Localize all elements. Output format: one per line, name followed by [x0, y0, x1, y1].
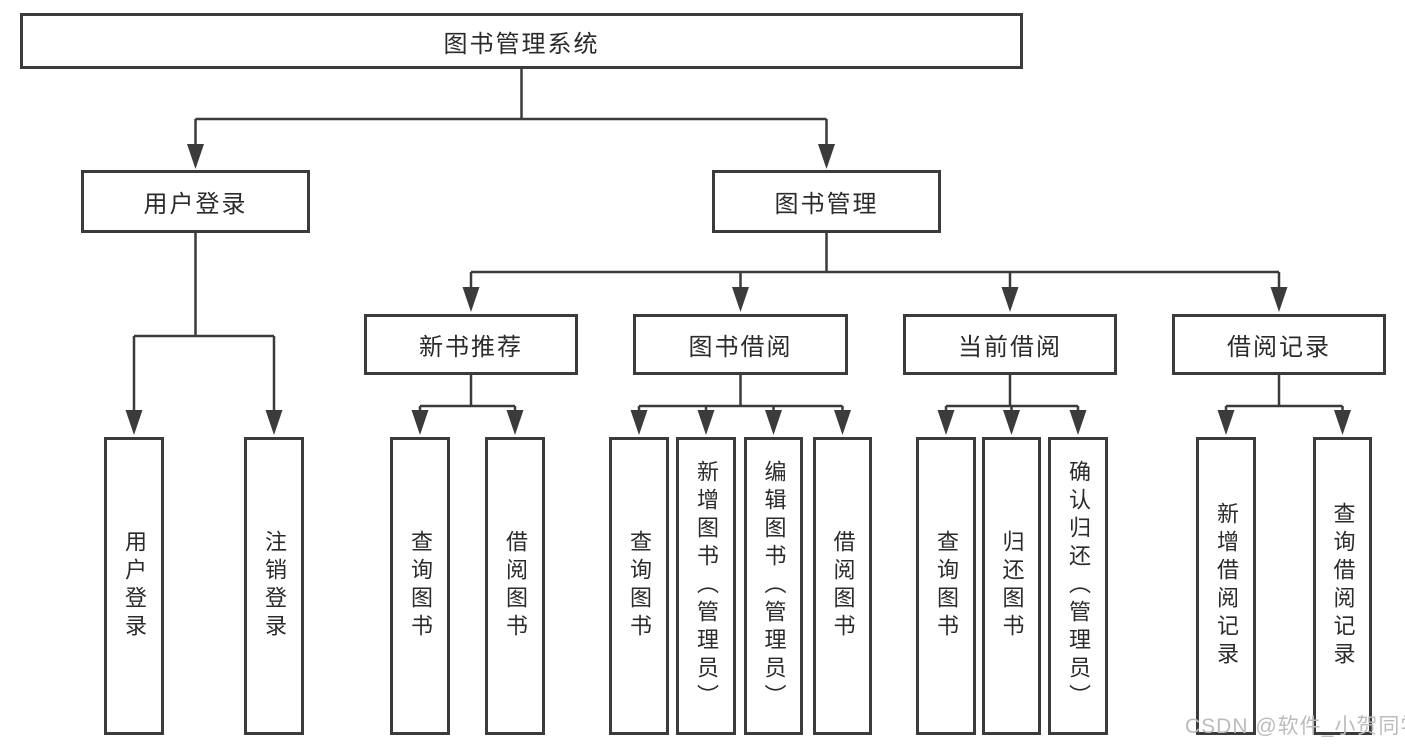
leaf-query-books-1: 查询图书 [390, 437, 450, 735]
leaf-confirm-return-admin: 确认归还（管理员） [1048, 437, 1108, 735]
node-book-management: 图书管理 [712, 170, 941, 233]
leaf-query-books-2: 查询图书 [609, 437, 669, 735]
leaf-logout: 注销登录 [244, 437, 304, 735]
leaf-query-books-3: 查询图书 [916, 437, 976, 735]
leaf-add-books-admin: 新增图书（管理员） [676, 437, 736, 735]
node-current-borrowing: 当前借阅 [903, 314, 1117, 375]
leaf-return-books: 归还图书 [982, 437, 1041, 735]
node-book-borrowing: 图书借阅 [633, 314, 848, 375]
leaf-query-borrow-record: 查询借阅记录 [1313, 437, 1372, 735]
node-user-login: 用户登录 [81, 170, 310, 233]
leaf-user-login: 用户登录 [104, 437, 164, 735]
leaf-borrow-books-1: 借阅图书 [485, 437, 545, 735]
leaf-edit-books-admin: 编辑图书（管理员） [744, 437, 803, 735]
watermark: CSDN @软件_小贺同学 [1185, 715, 1405, 738]
leaf-borrow-books-2: 借阅图书 [813, 437, 872, 735]
node-new-book-recommendation: 新书推荐 [364, 314, 578, 375]
node-library-management-system: 图书管理系统 [20, 13, 1023, 69]
leaf-add-borrow-record: 新增借阅记录 [1196, 437, 1256, 735]
node-borrowing-records: 借阅记录 [1172, 314, 1386, 375]
